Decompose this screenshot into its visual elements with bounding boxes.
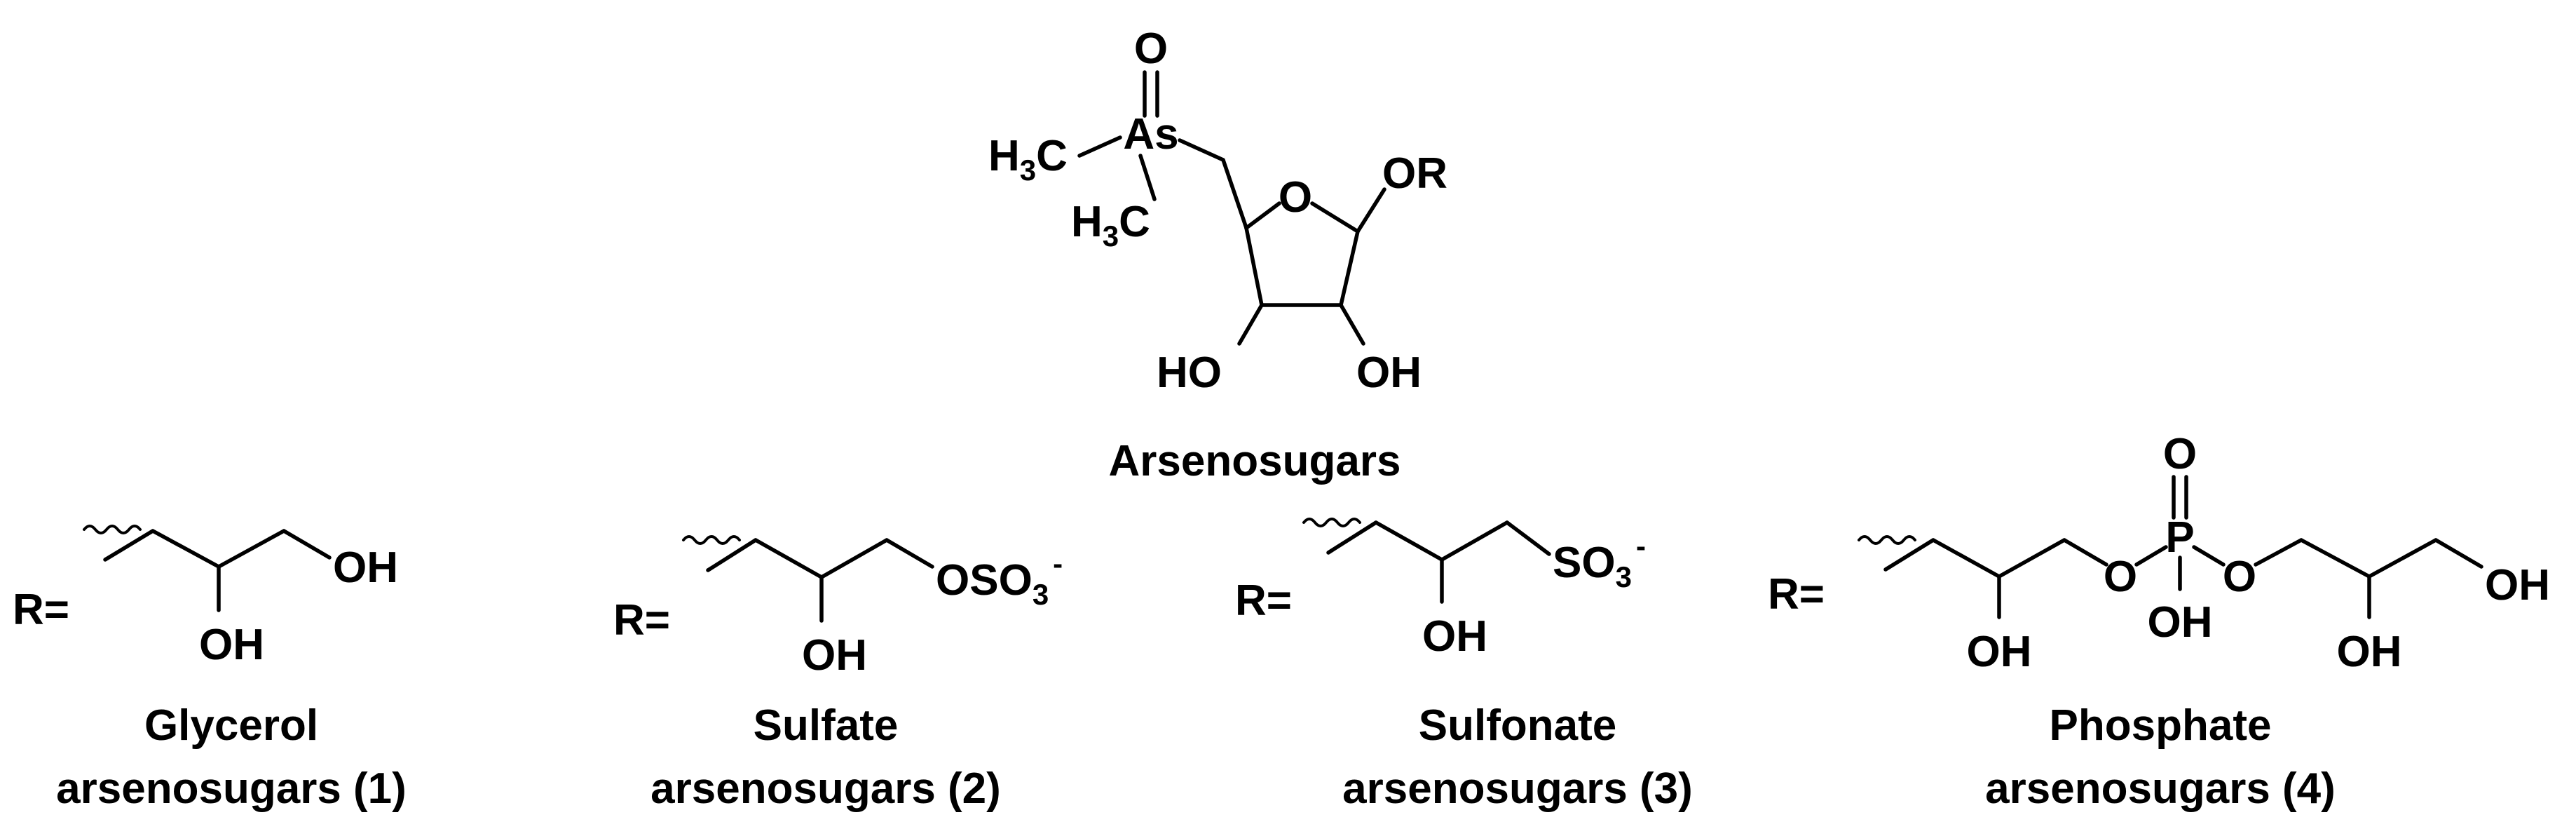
sulfonate-oh-mid-label: OH [1422,612,1487,661]
glycerol-bond-3 [217,529,286,569]
sulfonate-bond-4 [1505,520,1551,556]
methyl-top-label: H3C [988,132,1068,187]
sulfate-bond-4 [885,538,934,569]
sulfonate-group-label: SO3- [1553,530,1646,593]
phosphate-o-right-label: O [2223,553,2256,601]
phosphate-o-top-label: O [2163,430,2197,478]
sulfonate-bond-3 [1440,520,1509,562]
phosphate-oh-mid2-label: OH [2337,628,2402,676]
phosphate-bond-4 [2062,538,2108,567]
sulfate-oh-mid-label: OH [802,631,867,680]
sulfonate-bond-2 [1374,520,1444,562]
glycerol-caption-line2: arsenosugars (1) [56,764,407,813]
phosphate-p-oh-label: OH [2148,598,2213,647]
sulfate-bond-2 [754,538,824,579]
sulfate-bond-3 [819,538,889,579]
substituent-sulfonate: R= SO3- OH Sulfonate arsenosugars (3) [1235,518,1693,813]
sulfonate-caption-line2: arsenosugars (3) [1342,764,1693,813]
sulfonate-caption-line1: Sulfonate [1419,701,1616,750]
ring-oxygen-label: O [1279,173,1312,222]
phosphate-o-p-bond [2134,545,2168,567]
phosphate-oh-mid1-label: OH [1967,628,2032,676]
r-equals-label: R= [1235,577,1292,625]
phosphate-bond-7 [2367,538,2438,579]
glycerol-oh-end-label: OH [333,544,398,592]
c1-or-bond [1356,187,1386,234]
r-equals-label: R= [613,596,670,645]
phosphate-bond-2 [1931,538,2001,579]
attachment-wavy-bond [682,535,741,545]
sulfate-caption-line1: Sulfate [754,701,899,750]
substituent-glycerol: R= OH OH Glycerol arsenosugars (1) [13,525,407,813]
arsenic-label: As [1123,110,1178,159]
phosphate-oh-end-label: OH [2485,561,2550,609]
ring-c1-c2-bond [1339,229,1360,307]
core-title: Arsenosugars [1109,437,1401,485]
arsenosugar-core-structure: O As H3C H3C O OR HO OH Arsenosugars [988,25,1447,485]
glycerol-oh-mid-label: OH [199,621,264,669]
sulfonate-bond-1 [1326,520,1378,555]
phosphate-p-o-bond [2192,545,2226,567]
phosphate-o-left-label: O [2104,553,2137,601]
glycerol-bond-4 [282,529,332,560]
substituent-sulfate: R= OSO3- OH Sulfate arsenosugars (2) [613,535,1063,813]
glycerol-bond-2 [151,529,221,569]
glycerol-bond-1 [103,529,155,562]
glycerol-caption-line1: Glycerol [144,701,318,750]
phosphate-bond-1 [1883,538,1935,572]
phosphate-caption-line2: arsenosugars (4) [1985,764,2336,813]
methyl-bottom-label: H3C [1071,198,1150,252]
phosphate-bond-3 [1997,538,2066,579]
or-group-label: OR [1382,149,1447,198]
phosphate-p-label: P [2165,513,2194,562]
phosphate-bond-5 [2254,538,2303,567]
r-equals-label: R= [1768,570,1825,619]
ring-o-c1-bond [1310,201,1360,234]
c2-oh-bond [1339,303,1365,346]
sulfate-group-label: OSO3- [936,547,1063,611]
as-ch2-bond [1178,138,1225,162]
sulfate-caption-line2: arsenosugars (2) [650,764,1001,813]
attachment-wavy-bond [83,525,142,534]
sulfate-bond-1 [706,538,758,572]
oxo-oxygen-label: O [1134,25,1168,73]
ch2-c4-bond [1221,158,1248,230]
attachment-wavy-bond [1858,535,1916,545]
phosphate-bond-6 [2299,538,2371,579]
substituent-phosphate: R= O P O OH O OH OH OH Phosphate arsenos… [1768,430,2550,813]
c3-ho-bond [1237,303,1264,346]
phosphate-caption-line1: Phosphate [2050,701,2272,750]
r-equals-label: R= [13,586,69,634]
methyl-bottom-bond [1138,154,1157,201]
ho-left-label: HO [1157,349,1222,397]
ring-c4-o-bond [1244,201,1281,230]
oh-right-label: OH [1356,349,1422,397]
methyl-top-bond [1077,135,1122,158]
attachment-wavy-bond [1302,518,1361,527]
ring-c3-c4-bond [1244,226,1264,307]
phosphate-bond-8 [2434,538,2483,569]
